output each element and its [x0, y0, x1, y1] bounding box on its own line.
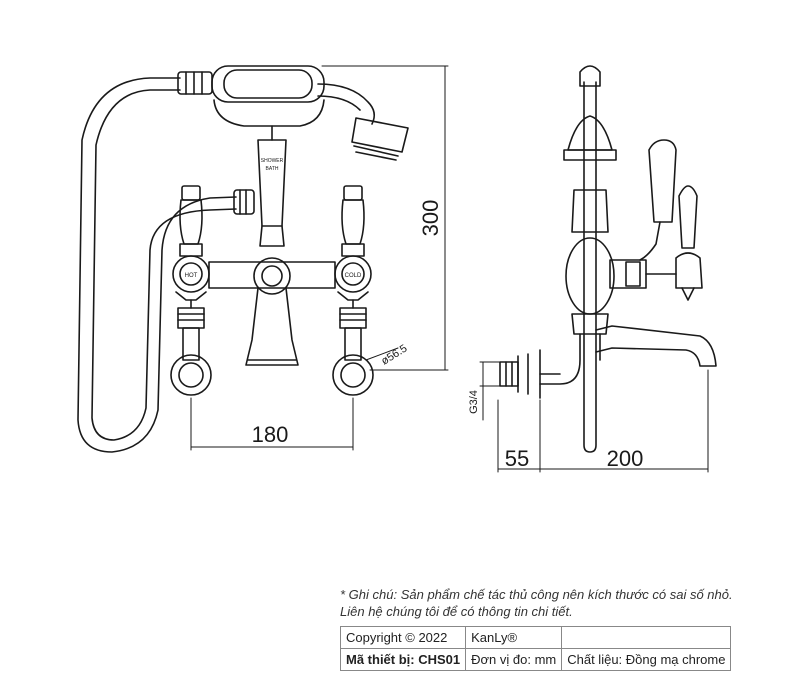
projection-dimension: 200 — [607, 446, 644, 471]
handset-label-top: SHOWER — [261, 158, 284, 164]
mixer-body — [208, 257, 336, 366]
center-spacing-dimension: 180 — [252, 422, 289, 447]
front-dimensions — [190, 65, 449, 451]
connector-diameter-dimension: ø56.5 — [379, 342, 409, 367]
wall-connectors — [170, 299, 374, 396]
handset — [211, 65, 409, 247]
brand-cell: KanLy® — [465, 626, 563, 649]
height-dimension: 300 — [418, 200, 443, 237]
side-view — [479, 65, 717, 473]
unit-cell: Đơn vị đo: mm — [465, 648, 563, 671]
note-line-2: Liên hệ chúng tôi để có thông tin chi ti… — [340, 604, 573, 619]
wall-depth-dimension: 55 — [505, 446, 529, 471]
thread-dimension: G3/4 — [468, 390, 480, 414]
model-cell: Mã thiết bị: CHS01 — [339, 648, 467, 671]
info-table: Copyright © 2022 KanLy® Mã thiết bị: CHS… — [339, 626, 732, 671]
note-line-1: * Ghi chú: Sản phẩm chế tác thủ công nên… — [340, 587, 733, 602]
hot-label: HOT — [185, 273, 198, 279]
side-dimensions — [479, 361, 709, 473]
material-cell: Chất liệu: Đồng mạ chrome — [561, 648, 732, 671]
copyright-cell: Copyright © 2022 — [339, 626, 467, 649]
shower-hose — [77, 71, 255, 453]
cold-handle — [334, 185, 372, 301]
cold-label: COLD — [345, 273, 362, 279]
front-view — [77, 65, 449, 453]
technical-drawing: HOT COLD SHOWER BATH 300 180 ø56.5 G3/4 … — [77, 65, 717, 473]
disclaimer-note: * Ghi chú: Sản phẩm chế tác thủ công nên… — [340, 586, 780, 620]
empty-cell — [561, 626, 732, 649]
handset-label-bottom: BATH — [266, 166, 279, 172]
